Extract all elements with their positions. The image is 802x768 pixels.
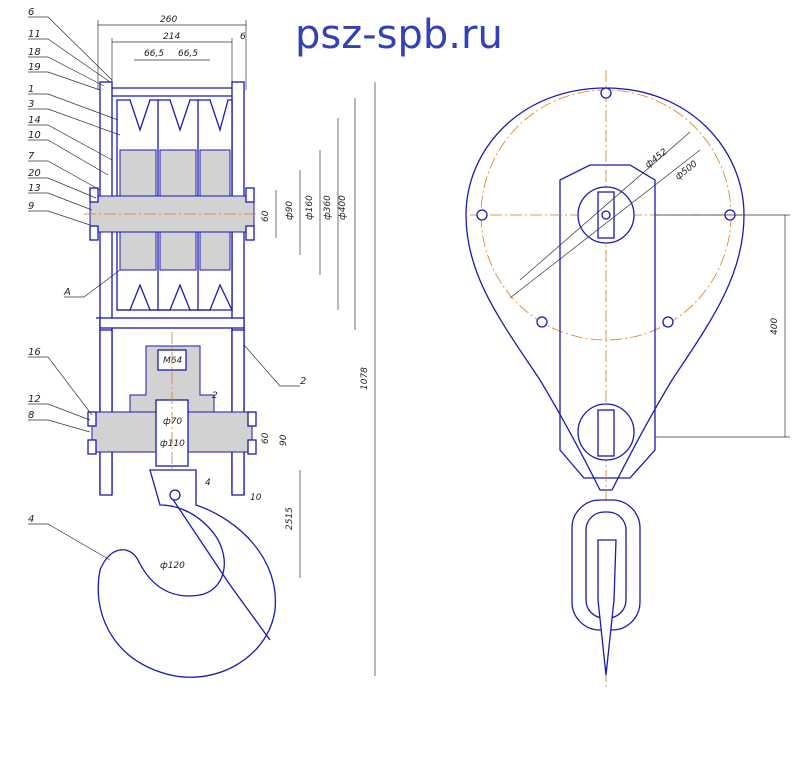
dim-pitch-right: 66,5: [178, 49, 198, 59]
part-number: 19: [28, 62, 41, 73]
dim-d90: ф90: [285, 201, 295, 220]
part-number: 7: [28, 151, 35, 162]
dim-lower-90: 90: [279, 434, 289, 446]
part-number: 2: [300, 376, 306, 387]
dim-plate-thickness: 6: [240, 32, 246, 42]
part-number: 11: [28, 29, 41, 40]
dim-d400: ф400: [338, 195, 348, 220]
side-view: ф452 ф500 400: [465, 70, 790, 690]
dim-lower-60: 60: [261, 432, 271, 444]
dim-d360: ф360: [323, 195, 333, 220]
part-number: 3: [28, 99, 34, 110]
dim-inner-width: 214: [163, 32, 180, 42]
part-number: 20: [28, 168, 41, 179]
part-number: 8: [28, 410, 34, 421]
dim-gap2: 2: [212, 391, 218, 401]
dim-gap10: 10: [250, 493, 262, 503]
dim-d70: ф70: [163, 417, 182, 427]
part-number: 18: [28, 47, 41, 58]
dim-d60: 60: [261, 210, 271, 222]
part-number: 14: [28, 115, 41, 126]
watermark-text: psz-spb.ru: [295, 12, 503, 58]
dim-thread: M64: [163, 356, 182, 366]
part-number: 6: [28, 7, 34, 18]
part-number: 10: [28, 130, 41, 141]
hook: ф120: [97, 469, 277, 678]
dim-hook-height: 2515: [285, 507, 295, 530]
part-callouts: 6 11 18 19 1 3 14 10 7 20 13 9 A 16 12 8…: [28, 7, 306, 561]
dim-center-distance: 400: [770, 318, 780, 335]
part-number: 9: [28, 201, 34, 212]
part-number: 12: [28, 394, 41, 405]
dim-overall-height: 1078: [360, 367, 370, 390]
dim-overall-width: 260: [160, 15, 177, 25]
dim-hook-throat: ф120: [160, 561, 185, 571]
part-number: 16: [28, 347, 41, 358]
part-number: 13: [28, 183, 41, 194]
front-view: 260 214 66,5 66,5 6: [28, 7, 376, 678]
part-number: 1: [28, 84, 34, 95]
part-number: 4: [28, 514, 34, 525]
dim-d160: ф160: [305, 195, 315, 220]
dim-pitch-left: 66,5: [144, 49, 164, 59]
part-number: A: [63, 287, 71, 298]
dim-d110: ф110: [160, 439, 185, 449]
dim-gap4: 4: [205, 478, 211, 488]
